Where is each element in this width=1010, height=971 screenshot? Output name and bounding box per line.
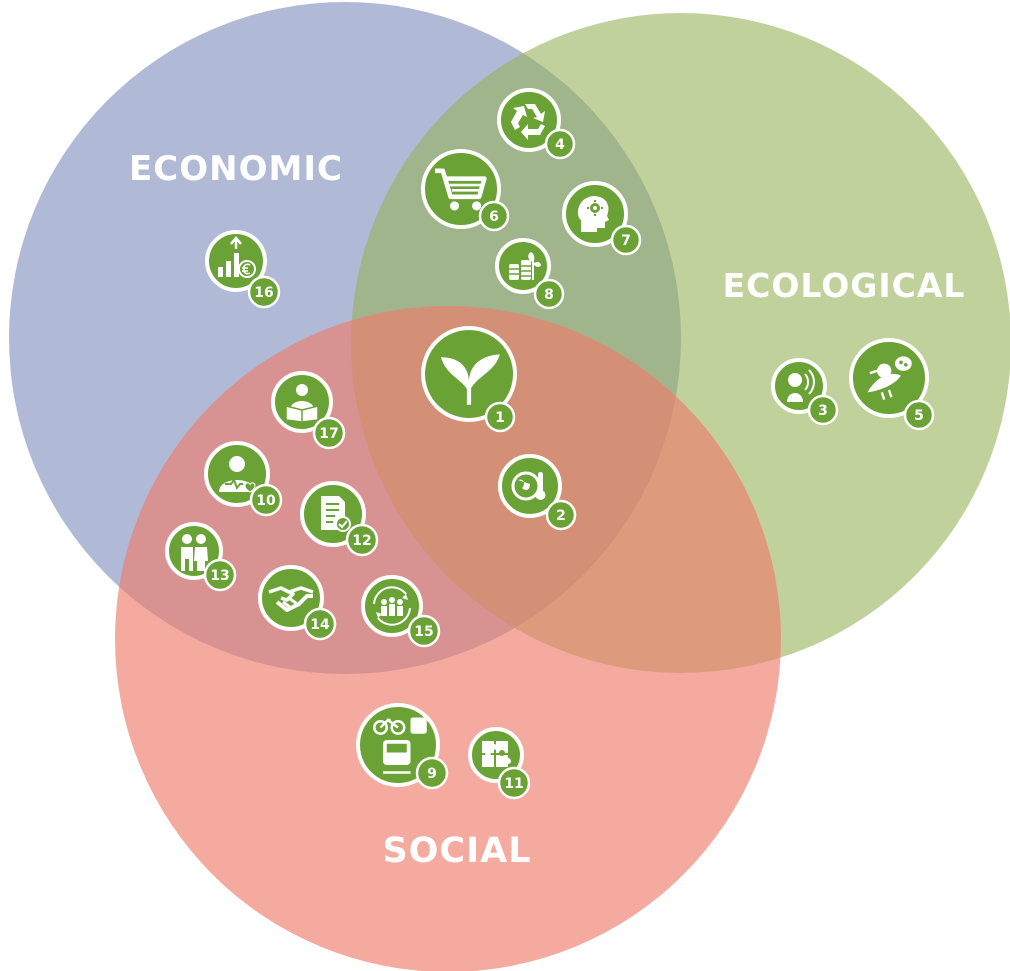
globe-thermometer-icon: 2 bbox=[498, 454, 577, 531]
community-cycle-icon: 15 bbox=[361, 575, 441, 648]
badge-3: 3 bbox=[807, 394, 839, 426]
badge-17: 17 bbox=[312, 416, 346, 450]
badge-1: 1 bbox=[484, 401, 516, 433]
badge-number: 13 bbox=[210, 568, 229, 584]
badge-14: 14 bbox=[303, 607, 337, 641]
badge-number: 3 bbox=[818, 403, 828, 419]
badge-number: 14 bbox=[310, 617, 330, 633]
ecological-label: ECOLOGICAL bbox=[723, 266, 966, 305]
badge-11: 11 bbox=[497, 766, 531, 800]
person-noise-icon: 3 bbox=[771, 358, 839, 426]
handshake-icon: 14 bbox=[258, 565, 337, 641]
person-reading-icon: 17 bbox=[271, 371, 346, 450]
badge-number: 15 bbox=[414, 624, 433, 640]
bike-bus-train-icon: 9 bbox=[356, 703, 449, 790]
person-heart-icon: 10 bbox=[204, 441, 283, 517]
badge-number: 16 bbox=[254, 285, 273, 301]
badge-number: 10 bbox=[256, 493, 276, 509]
badge-6: 6 bbox=[478, 200, 510, 232]
venn-circles bbox=[9, 2, 1010, 971]
badge-15: 15 bbox=[407, 614, 441, 648]
badge-9: 9 bbox=[415, 756, 449, 790]
badge-8: 8 bbox=[533, 278, 565, 310]
badge-number: 9 bbox=[427, 766, 437, 782]
document-check-icon: 12 bbox=[300, 481, 379, 557]
coins-sprout-icon: 8 bbox=[495, 238, 565, 310]
badge-5: 5 bbox=[903, 399, 935, 431]
badge-number: 17 bbox=[319, 426, 338, 442]
recycle-icon: 4 bbox=[497, 88, 576, 160]
badge-2: 2 bbox=[545, 499, 577, 531]
badge-number: 5 bbox=[914, 408, 924, 424]
badge-13: 13 bbox=[203, 558, 237, 592]
bar-chart-euro-icon: 16 bbox=[205, 230, 281, 309]
family-icon: 13 bbox=[165, 522, 237, 592]
badge-16: 16 bbox=[247, 275, 281, 309]
icon-badges: 1 2 3 4 5 6 7 bbox=[165, 88, 935, 800]
badge-4: 4 bbox=[544, 128, 576, 160]
badge-number: 2 bbox=[556, 508, 566, 524]
social-label: SOCIAL bbox=[382, 831, 531, 871]
social-circle bbox=[115, 306, 781, 971]
badge-10: 10 bbox=[249, 483, 283, 517]
badge-number: 7 bbox=[621, 233, 631, 249]
badge-12: 12 bbox=[345, 523, 379, 557]
badge-number: 12 bbox=[352, 533, 371, 549]
badge-7: 7 bbox=[610, 224, 642, 256]
badge-number: 11 bbox=[504, 776, 523, 792]
badge-number: 1 bbox=[495, 410, 505, 426]
puzzle-icon: 11 bbox=[468, 727, 531, 800]
badge-number: 4 bbox=[555, 137, 565, 153]
bird-ladybug-icon: 5 bbox=[849, 338, 935, 431]
badge-number: 6 bbox=[489, 209, 499, 225]
leaf-plant-icon: 1 bbox=[421, 326, 517, 433]
head-gear-icon: 7 bbox=[562, 181, 642, 256]
economic-label: ECONOMIC bbox=[129, 149, 343, 189]
shopping-cart-icon: 6 bbox=[421, 149, 510, 232]
badge-number: 8 bbox=[544, 287, 554, 303]
